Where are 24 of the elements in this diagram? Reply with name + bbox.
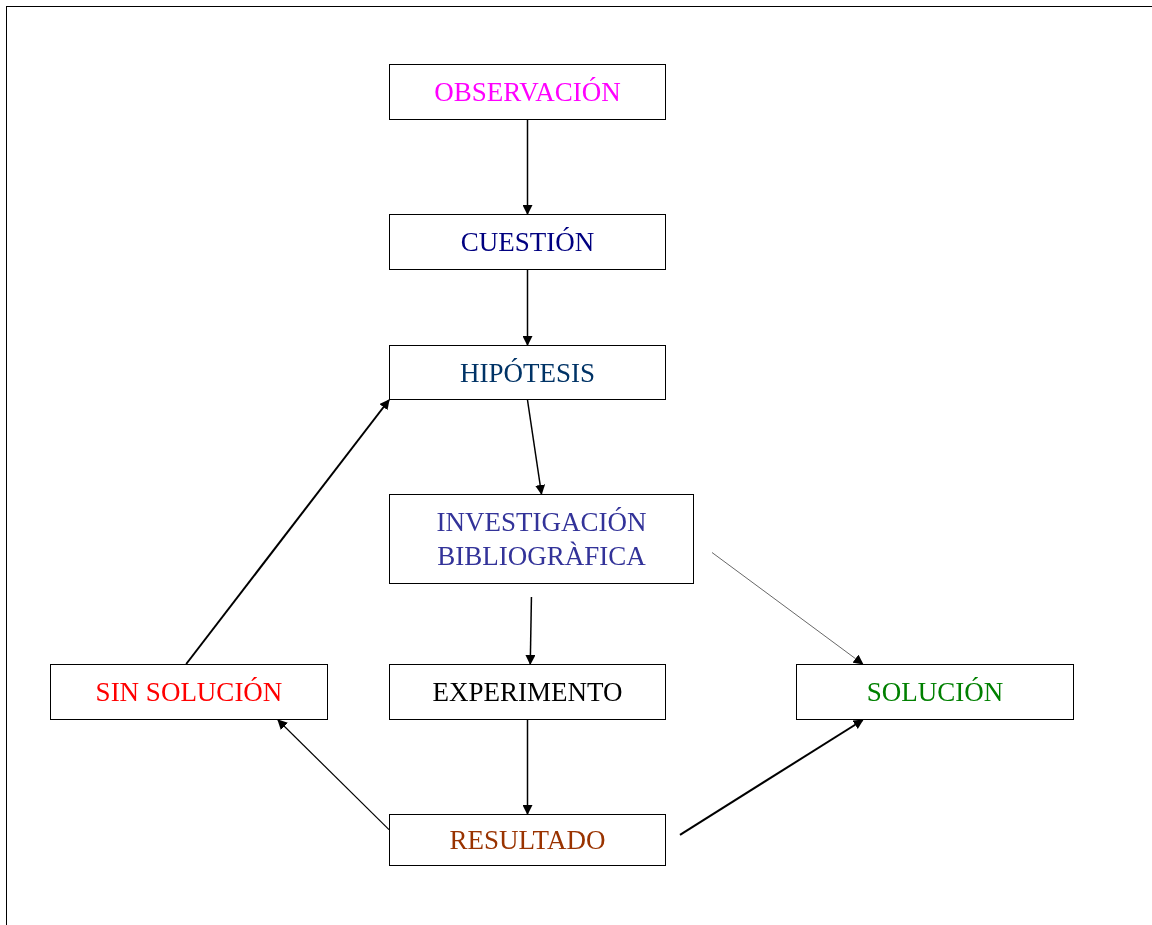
arrow	[522, 719, 533, 815]
box-label: INVESTIGACIÓN BIBLIOGRÀFICA	[435, 506, 648, 573]
arrow	[277, 719, 390, 831]
box-label: HIPÓTESIS	[460, 356, 595, 390]
arrow	[185, 399, 390, 665]
box-label: SOLUCIÓN	[866, 676, 1004, 709]
box-label: CUESTIÓN	[460, 226, 595, 259]
process-box	[50, 664, 328, 720]
box-label: SIN SOLUCIÓN	[95, 676, 283, 709]
box-label: OBSERVACIÓN	[434, 76, 621, 109]
arrow	[525, 596, 536, 665]
process-box	[796, 664, 1074, 720]
process-box	[389, 664, 666, 720]
process-box	[389, 345, 666, 400]
process-box	[389, 814, 666, 866]
arrow	[522, 269, 533, 346]
arrow	[522, 119, 533, 215]
box-label: EXPERIMENTO	[432, 676, 623, 709]
box-label: RESULTADO	[449, 824, 606, 857]
arrow	[679, 719, 864, 836]
process-box	[389, 214, 666, 270]
process-box	[389, 494, 694, 584]
arrow	[526, 399, 546, 495]
process-box	[389, 64, 666, 120]
